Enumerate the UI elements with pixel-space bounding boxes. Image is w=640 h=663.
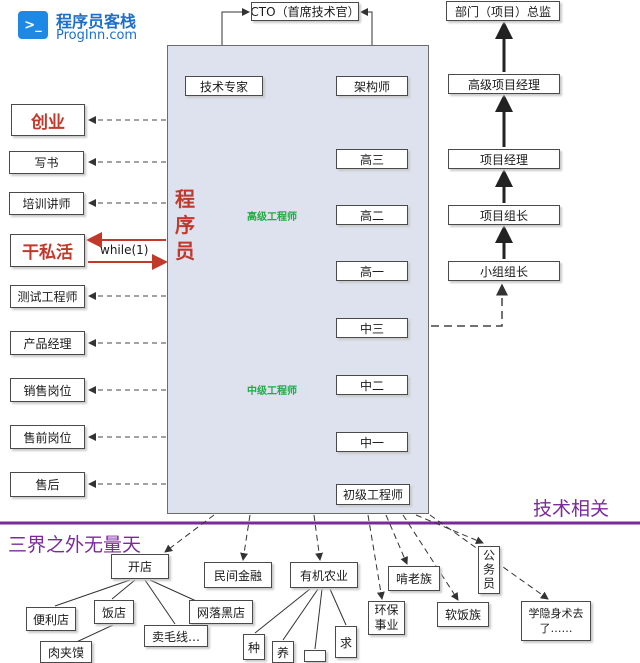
logo-icon: >_ (18, 11, 48, 39)
hermit-box: 学隐身术去了…… (521, 601, 591, 641)
senior2-box: 高二 (336, 205, 408, 225)
trainer-box: 培训讲师 (9, 192, 84, 215)
panel-label: 程序员 (175, 187, 195, 263)
mid1-box: 中一 (336, 432, 408, 452)
farm-branch-0 (254, 588, 311, 634)
mid3-to-group-lead (431, 283, 508, 327)
director-box: 部门（项目）总监 (446, 1, 560, 21)
softrice-box: 软饭族 (437, 602, 489, 627)
logo-name: 程序员客栈 (56, 12, 137, 31)
shop-branch-0 (54, 579, 131, 607)
cto-box: CTO（首席技术官） (251, 2, 359, 21)
bottom-arrow-6 (415, 514, 484, 544)
finance-box: 民间金融 (204, 562, 272, 588)
startup-box: 创业 (11, 104, 85, 136)
logo-url: ProgInn.com (56, 28, 138, 43)
shop-branch-3 (144, 579, 176, 625)
bottom-arrow-1 (240, 514, 251, 561)
tech-related-label: 技术相关 (533, 498, 610, 520)
bottom-arrow-0 (164, 514, 215, 553)
tester-box: 测试工程师 (10, 285, 85, 308)
green-box: 环保事业 (368, 601, 405, 635)
unlabeled-box (304, 650, 326, 662)
mid-group-label: 中级工程师 (247, 386, 297, 397)
wool-box: 卖毛线… (144, 625, 208, 647)
bottom-arrow-4 (385, 514, 408, 565)
bottom-arrow-3 (367, 514, 385, 600)
plant-box: 种 (243, 634, 265, 660)
landlord-box: 啃老族 (388, 566, 440, 591)
seek-box: 求 (335, 626, 357, 658)
aftersales-box: 售后 (10, 472, 85, 497)
mid2-box: 中二 (336, 375, 408, 395)
lead-box: 项目组长 (448, 205, 560, 225)
shop-box: 开店 (111, 554, 169, 579)
farm-branch-2 (314, 588, 323, 650)
farming-box: 有机农业 (290, 562, 358, 588)
meat-box: 肉夹馍 (40, 641, 92, 663)
architect-box: 架构师 (336, 76, 408, 96)
bottom-arrow-5 (402, 514, 459, 601)
senior1-box: 高一 (336, 261, 408, 281)
farm-branch-1 (282, 588, 319, 641)
bottom-arrow-2 (313, 514, 324, 561)
junior-box: 初级工程师 (336, 484, 410, 505)
sales-box: 销售岗位 (10, 378, 85, 402)
shop-branch-1 (111, 579, 136, 600)
raise-box: 养 (272, 641, 294, 663)
while-loop-label: while(1) (100, 243, 149, 257)
senior-group-label: 高级工程师 (247, 212, 297, 223)
senior-pm-box: 高级项目经理 (448, 74, 560, 94)
writing-box: 写书 (9, 151, 84, 174)
store-box: 便利店 (26, 607, 76, 631)
group-lead-box: 小组组长 (448, 261, 560, 281)
presales-box: 售前岗位 (10, 425, 85, 449)
restaurant-box: 饭店 (94, 600, 134, 624)
other-realm-label: 三界之外无量天 (8, 534, 142, 556)
senior3-box: 高三 (336, 149, 408, 169)
farm-branch-3 (329, 588, 347, 626)
tech-expert-box: 技术专家 (185, 76, 263, 96)
side-job-box: 干私活 (10, 234, 85, 267)
civil-box: 公务员 (478, 546, 500, 594)
pm-box: 项目经理 (448, 149, 560, 169)
netcafe-box: 网落黑店 (189, 600, 253, 624)
product-box: 产品经理 (10, 331, 85, 355)
mid3-box: 中三 (336, 318, 408, 338)
